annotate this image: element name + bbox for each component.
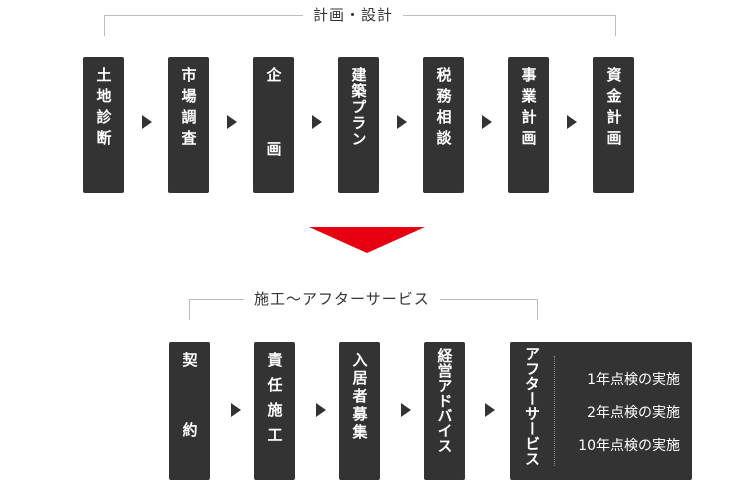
step-label: 建築プラン [349,67,368,147]
arrow-down-icon [309,227,425,253]
inspection-item: 10年点検の実施 [578,438,680,454]
after-service-label-wrap: アフターサービス [510,342,554,480]
after-service-box: アフターサービス 1年点検の実施 2年点検の実施 10年点検の実施 [510,342,692,480]
arrow-right-icon [316,403,326,417]
step-label: 責任施工 [265,352,284,452]
arrow-right-icon [231,403,241,417]
planning-title: 計画・設計 [303,6,404,24]
arrow-right-icon [485,403,495,417]
arrow-right-icon [227,115,237,129]
arrow-right-icon [567,115,577,129]
step-market-research: 市場調査 [168,57,209,193]
arrow-right-icon [401,403,411,417]
inspection-item: 1年点検の実施 [587,372,680,388]
divider [554,356,555,466]
step-business-plan: 事業計画 [508,57,549,193]
construction-title: 施工〜アフターサービス [244,290,440,308]
step-label: 税務相談 [434,67,453,151]
step-tenant-recruitment: 入居者募集 [339,342,380,480]
arrow-right-icon [142,115,152,129]
step-label: 市場調査 [179,67,198,151]
arrow-right-icon [312,115,322,129]
step-tax-consulting: 税務相談 [423,57,464,193]
step-label: 企 画 [264,67,283,178]
inspection-list: 1年点検の実施 2年点検の実施 10年点検の実施 [578,364,680,463]
step-financing-plan: 資金計画 [593,57,634,193]
step-construction: 責任施工 [254,342,295,480]
step-building-plan: 建築プラン [338,57,379,193]
inspection-item: 2年点検の実施 [587,405,680,421]
step-label: 入居者募集 [350,352,369,442]
step-label: 土地診断 [94,67,113,151]
step-label: 経営アドバイス [435,348,454,453]
step-land-diagnosis: 土地診断 [83,57,124,193]
step-planning: 企 画 [253,57,294,193]
step-contract: 契 約 [169,342,210,480]
arrow-right-icon [397,115,407,129]
after-service-label: アフターサービス [523,346,541,466]
step-management-advice: 経営アドバイス [424,342,465,480]
step-label: 事業計画 [519,67,538,151]
step-label: 契 約 [180,352,199,457]
arrow-right-icon [482,115,492,129]
step-label: 資金計画 [604,67,623,151]
